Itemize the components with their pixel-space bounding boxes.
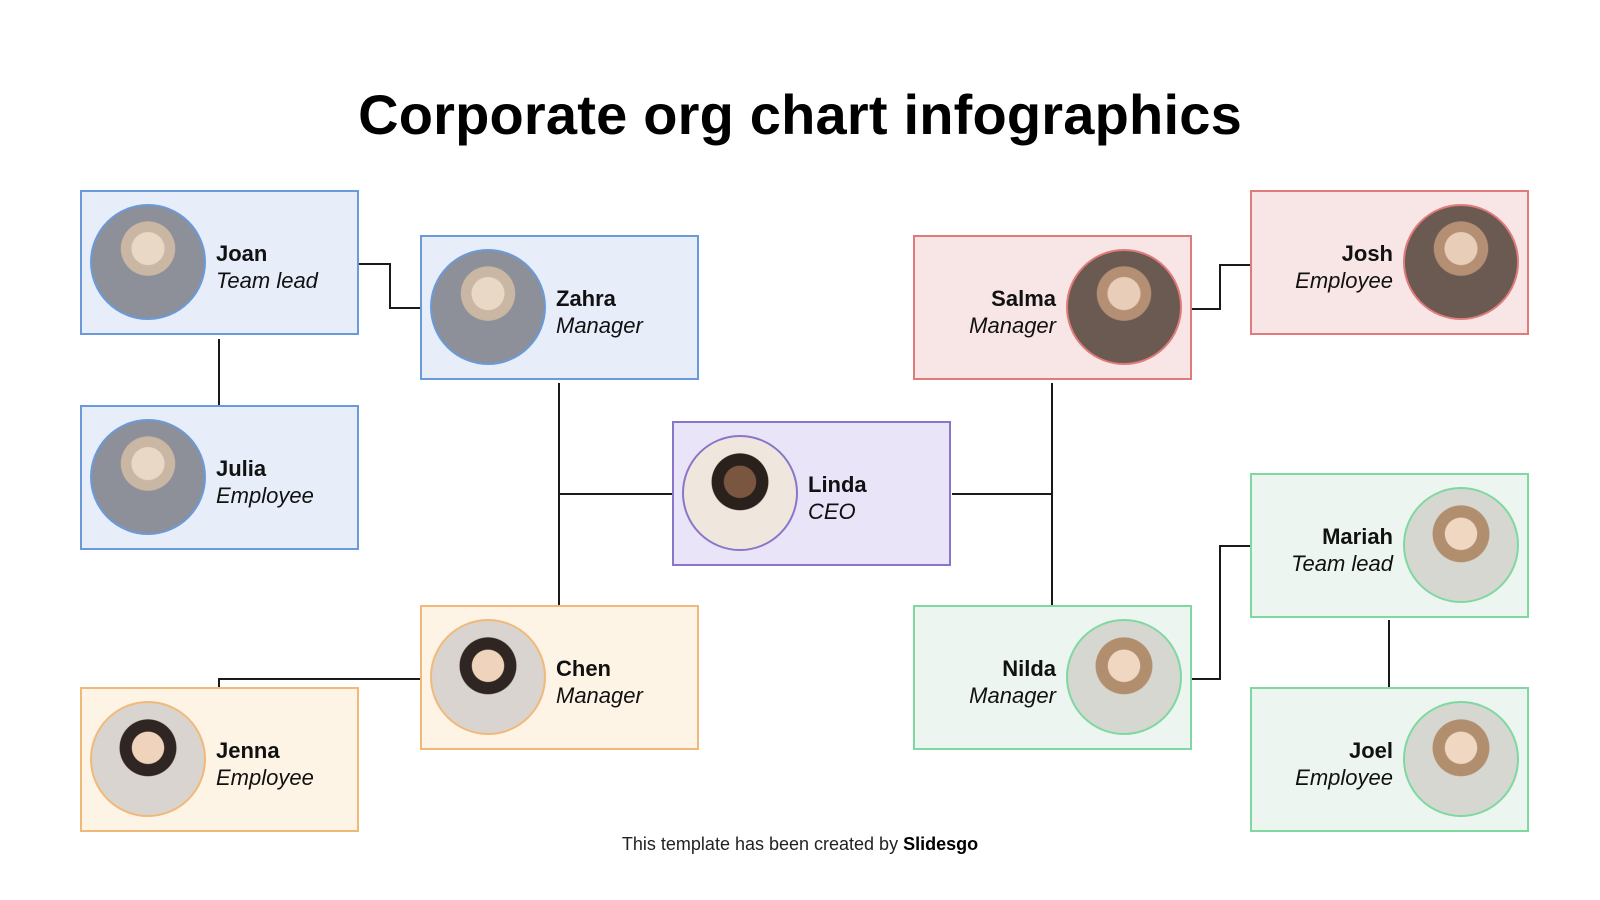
node-role: Employee xyxy=(216,765,314,790)
node-name: Josh xyxy=(1341,241,1393,266)
avatar xyxy=(430,619,546,735)
node-name: Joan xyxy=(216,241,268,266)
node-name: Nilda xyxy=(1002,656,1056,681)
node-name: Chen xyxy=(556,656,611,681)
node-role: Manager xyxy=(969,683,1056,708)
avatar xyxy=(90,204,206,320)
node-role: Employee xyxy=(1295,765,1393,790)
connector-joan-zahra xyxy=(359,263,420,309)
avatar xyxy=(682,435,798,551)
node-julia: Julia Employee xyxy=(80,405,359,550)
node-joan: Joan Team lead xyxy=(80,190,359,335)
node-mariah: Mariah Team lead xyxy=(1250,473,1529,618)
connector-nilda-mariah xyxy=(1192,545,1250,680)
node-name: Julia xyxy=(216,456,267,481)
node-name: Linda xyxy=(808,472,867,497)
avatar xyxy=(90,419,206,535)
avatar xyxy=(1066,249,1182,365)
node-role: CEO xyxy=(808,499,856,524)
node-jenna: Jenna Employee xyxy=(80,687,359,832)
node-chen: Chen Manager xyxy=(420,605,699,750)
avatar xyxy=(1403,487,1519,603)
node-name: Zahra xyxy=(556,286,616,311)
node-joel: Joel Employee xyxy=(1250,687,1529,832)
node-role: Team lead xyxy=(1291,551,1393,576)
node-nilda: Nilda Manager xyxy=(913,605,1192,750)
footer-prefix: This template has been created by xyxy=(621,834,904,854)
node-josh: Josh Employee xyxy=(1250,190,1529,335)
node-linda: Linda CEO xyxy=(672,421,951,566)
footer-brand[interactable]: Slidesgo xyxy=(903,834,979,854)
node-name: Mariah xyxy=(1322,524,1393,549)
node-role: Employee xyxy=(1295,268,1393,293)
node-role: Manager xyxy=(556,313,643,338)
page-title: Corporate org chart infographics xyxy=(358,83,1242,146)
node-zahra: Zahra Manager xyxy=(420,235,699,380)
avatar xyxy=(1403,701,1519,817)
avatar xyxy=(90,701,206,817)
connector-chen-jenna xyxy=(218,678,420,687)
avatar xyxy=(430,249,546,365)
node-role: Team lead xyxy=(216,268,318,293)
node-name: Salma xyxy=(991,286,1056,311)
node-role: Manager xyxy=(969,313,1056,338)
node-role: Manager xyxy=(556,683,643,708)
connector-salma-josh xyxy=(1192,264,1250,310)
avatar xyxy=(1403,204,1519,320)
footer-credit: This template has been created by Slides… xyxy=(0,834,1600,855)
avatar xyxy=(1066,619,1182,735)
node-name: Joel xyxy=(1348,738,1393,763)
node-name: Jenna xyxy=(216,738,280,763)
node-salma: Salma Manager xyxy=(913,235,1192,380)
node-role: Employee xyxy=(216,483,314,508)
